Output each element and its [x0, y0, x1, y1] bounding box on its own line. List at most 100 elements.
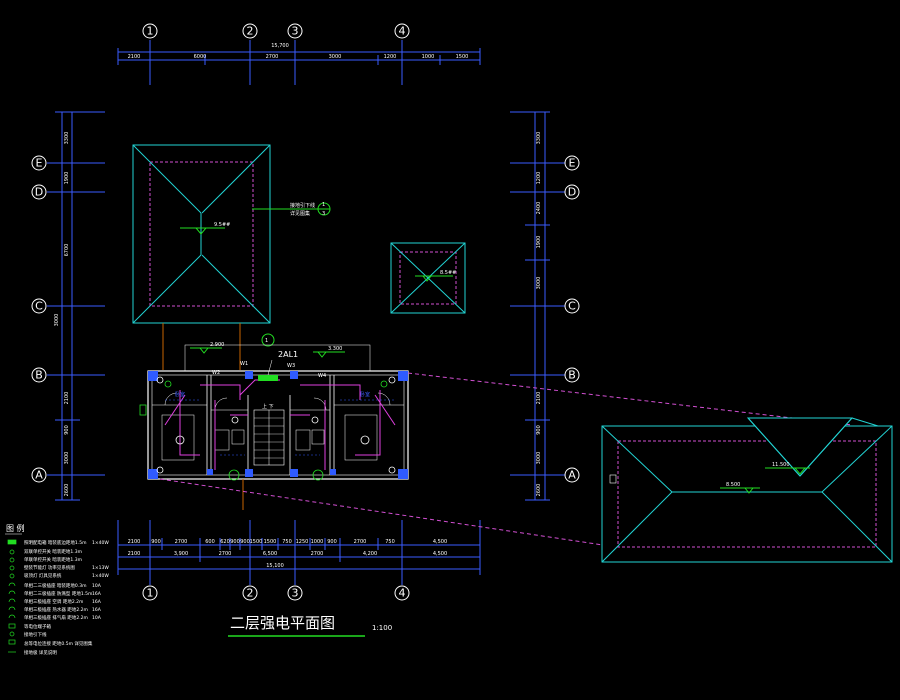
dim-label: 4,500: [433, 539, 447, 545]
axis-label-3-bottom: 3: [292, 587, 299, 600]
axis-label-C-left: C: [35, 300, 43, 313]
axis-label-C-right: C: [568, 300, 576, 313]
dim-label: 1200: [384, 54, 397, 60]
legend-right-column: 1×40W 1×13W 1×40W 10A 16A 16A 16A 10A: [92, 540, 109, 621]
callout-group: [252, 202, 331, 216]
dim-label: 2600: [536, 484, 542, 497]
legend-items: 照明配电箱 暗装底边距地1.5m 双联单控开关 暗装距地1.3m 单联单控开关 …: [24, 539, 93, 656]
axis-label-A-left: A: [35, 469, 43, 482]
circuit-label-w1: W1: [240, 361, 248, 367]
legend-spec: 16A: [92, 591, 102, 597]
dim-label: 1500: [456, 54, 469, 60]
legend-spec: 1×40W: [92, 540, 109, 546]
detail-leader-top: [407, 372, 853, 426]
axis-label-D-left: D: [35, 186, 43, 199]
dim-label: 3300: [64, 132, 70, 145]
dim-label: 900: [240, 539, 250, 545]
axis-label-2-bottom: 2: [247, 587, 254, 600]
dim-label: 2100: [128, 539, 141, 545]
right-dimension-labels: 3300 1200 2400 1900 3000 2100 900 3000 2…: [536, 132, 542, 497]
dim-label: 750: [282, 539, 292, 545]
legend-item: 接地极 详见说明: [24, 649, 57, 656]
roof-detail-level-b: 8.500: [726, 482, 740, 488]
axis-bubble: [394, 585, 410, 601]
axis-bubble: [31, 184, 47, 200]
circuit-dashed: [165, 399, 395, 456]
dim-label: 1000: [311, 539, 324, 545]
distribution-panel: [258, 375, 278, 381]
right-axis-bubbles: E D C B A: [564, 155, 580, 483]
axis-bubble: [142, 23, 158, 39]
axis-bubble: [564, 184, 580, 200]
axis-label-4-bottom: 4: [399, 587, 406, 600]
axis-label-B-right: B: [568, 369, 576, 382]
axis-bubble: [287, 23, 303, 39]
legend-item: 壁装节能灯 功率见系统图: [24, 564, 75, 571]
legend-spec: 16A: [92, 599, 102, 605]
left-dimension-group: [47, 111, 105, 501]
circuit-label-w4: W4: [318, 373, 326, 379]
callout-marker-bottom: 3: [322, 211, 325, 217]
legend-item: 单相二三极插座 防溅型 距地1.5m: [24, 590, 92, 597]
axis-label-A-right: A: [568, 469, 576, 482]
dim-label: 1900: [536, 236, 542, 249]
roof-detail-level-a: 11.500: [772, 462, 790, 468]
drawing-title: 二层强电平面图: [230, 614, 335, 632]
dim-label: 3000: [536, 452, 542, 465]
legend-spec: 1×40W: [92, 573, 109, 579]
dim-label: 2700: [311, 551, 324, 557]
axis-bubble: [31, 155, 47, 171]
dim-label: 2700: [219, 551, 232, 557]
legend-item: 单相三极插座 空调 距地2.2m: [24, 598, 83, 605]
dim-label: 1000: [422, 54, 435, 60]
axis-bubble: [31, 298, 47, 314]
legend-item: 单相三极插座 排气扇 距地2.2m: [24, 614, 88, 621]
dim-label: 600: [205, 539, 215, 545]
axis-bubble: [242, 23, 258, 39]
legend-item: 双联单控开关 暗装距地1.3m: [24, 548, 82, 555]
structural-columns: [148, 371, 408, 479]
roof-detail: [601, 417, 893, 563]
electrical-circuits: [164, 379, 396, 470]
dim-label: 2700: [266, 54, 279, 60]
axis-bubble: [564, 467, 580, 483]
dim-label: 900: [327, 539, 337, 545]
dim-label: 1900: [64, 172, 70, 185]
drawing-scale: 1:100: [372, 624, 392, 632]
top-axis-bubbles: 1 2 3 4: [142, 23, 410, 39]
top-dimension-labels: 2100 6000 2700 3000 1200 1000 1500: [128, 54, 469, 60]
axis-label-3-top: 3: [292, 25, 299, 38]
callout-marker-top: 1: [322, 202, 325, 208]
dim-label: 3300: [536, 132, 542, 145]
legend-item: 单相三极插座 热水器 距地2.2m: [24, 606, 88, 613]
roof-large-level: 9.5##: [214, 222, 230, 228]
axis-label-B-left: B: [35, 369, 43, 382]
axis-bubble: [31, 367, 47, 383]
dim-label: 1250: [296, 539, 309, 545]
legend-spec: 1×13W: [92, 565, 109, 571]
dim-label: 2600: [64, 484, 70, 497]
stair-label: 上 下: [262, 403, 274, 410]
legend-item: 照明配电箱 暗装底边距地1.5m: [24, 539, 86, 546]
dim-label: 900: [230, 539, 240, 545]
panel-label: 2AL1: [278, 350, 298, 359]
dim-label: 3000: [329, 54, 342, 60]
dim-label: 6700: [64, 244, 70, 257]
axis-bubble: [142, 585, 158, 601]
dim-label: 2100: [64, 392, 70, 405]
bottom-dimension-labels: 2100 900 2700 600 620 900 900 1500 1500 …: [128, 539, 448, 569]
axis-bubble: [31, 467, 47, 483]
dim-label: 620: [220, 539, 230, 545]
axis-label-2-top: 2: [247, 25, 254, 38]
light-fixtures: [156, 376, 396, 474]
axis-label-D-right: D: [568, 186, 576, 199]
axis-bubble: [564, 298, 580, 314]
bottom-axis-bubbles: 1 2 3 4: [142, 585, 410, 601]
legend-spec: 16A: [92, 607, 102, 613]
legend-spec: 10A: [92, 583, 102, 589]
small-hip-roof: [390, 242, 466, 314]
dim-label: 3000: [64, 452, 70, 465]
dim-label: 1200: [536, 172, 542, 185]
legend-symbols: [7, 539, 17, 653]
